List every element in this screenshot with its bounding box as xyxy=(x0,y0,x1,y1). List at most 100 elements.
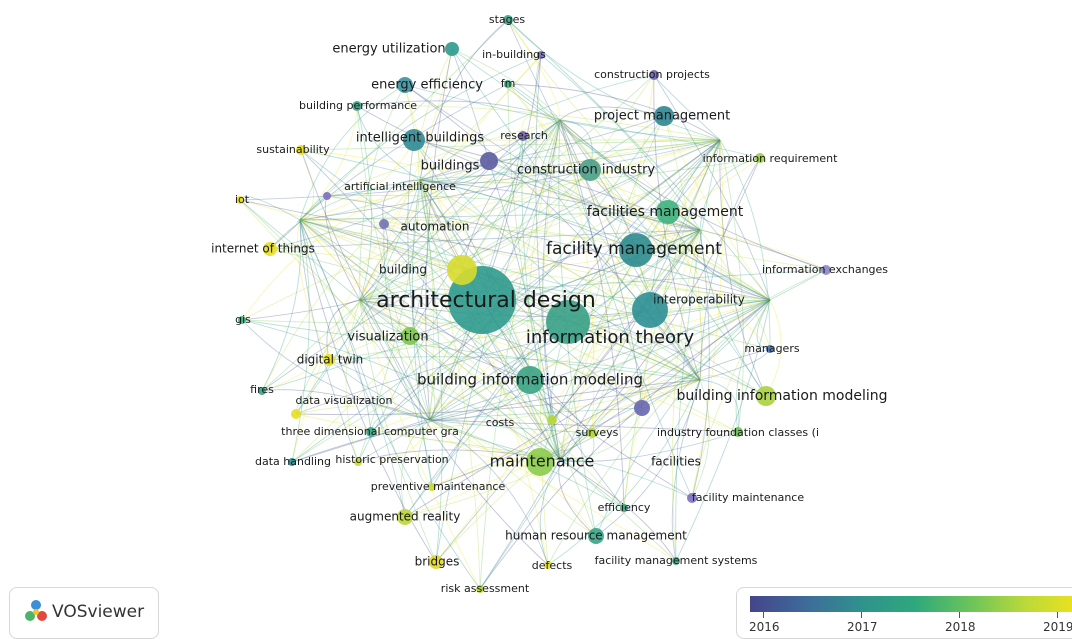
node-label[interactable]: human resource management xyxy=(505,529,687,543)
node-label[interactable]: architectural design xyxy=(376,288,596,313)
network-node[interactable] xyxy=(766,345,774,353)
network-node[interactable] xyxy=(323,192,331,200)
node-label[interactable]: gis xyxy=(235,313,251,326)
network-node[interactable] xyxy=(544,561,552,569)
network-node[interactable] xyxy=(323,354,335,366)
node-label[interactable]: facility management systems xyxy=(595,554,758,567)
node-label[interactable]: automation xyxy=(400,220,469,234)
node-label[interactable]: bridges xyxy=(415,555,460,569)
network-node[interactable] xyxy=(476,585,484,593)
node-label[interactable]: industry foundation classes (i xyxy=(657,426,819,439)
network-node[interactable] xyxy=(503,15,513,25)
network-node[interactable] xyxy=(445,42,459,56)
network-node[interactable] xyxy=(654,106,674,126)
network-node[interactable] xyxy=(428,483,436,491)
network-node[interactable] xyxy=(656,200,680,224)
network-node[interactable] xyxy=(619,233,653,267)
node-label[interactable]: building performance xyxy=(299,99,417,112)
network-node[interactable] xyxy=(632,292,668,328)
node-label[interactable]: building xyxy=(379,263,427,277)
node-label[interactable]: project management xyxy=(594,109,730,124)
node-label[interactable]: energy utilization xyxy=(332,42,445,57)
network-node[interactable] xyxy=(672,557,680,565)
node-label[interactable]: augmented reality xyxy=(350,510,461,524)
network-node[interactable] xyxy=(291,409,301,419)
node-label[interactable]: visualization xyxy=(347,330,428,345)
node-label[interactable]: information requirement xyxy=(703,152,839,165)
network-node[interactable] xyxy=(236,196,244,204)
network-node[interactable] xyxy=(516,366,544,394)
network-node[interactable] xyxy=(733,427,743,437)
node-label[interactable]: internet of things xyxy=(211,242,315,256)
node-label[interactable]: data visualization xyxy=(296,394,393,407)
node-label[interactable]: artificial intelligence xyxy=(344,180,456,193)
node-label[interactable]: iot xyxy=(235,193,250,206)
node-label[interactable]: fires xyxy=(250,383,274,396)
network-node[interactable] xyxy=(634,400,650,416)
node-label[interactable]: energy efficiency xyxy=(371,78,483,93)
network-node[interactable] xyxy=(296,145,306,155)
network-node[interactable] xyxy=(579,159,601,181)
node-label[interactable]: managers xyxy=(744,342,799,355)
network-node[interactable] xyxy=(397,509,413,525)
node-label[interactable]: facility maintenance xyxy=(692,491,804,504)
network-node[interactable] xyxy=(687,493,697,503)
network-node[interactable] xyxy=(755,153,765,163)
node-label[interactable]: construction projects xyxy=(594,68,710,81)
network-node[interactable] xyxy=(263,242,277,256)
node-label[interactable]: information exchanges xyxy=(762,263,888,276)
node-label[interactable]: digital twin xyxy=(297,353,364,367)
network-node[interactable] xyxy=(526,448,554,476)
node-label[interactable]: surveys xyxy=(576,426,619,439)
network-node[interactable] xyxy=(620,504,628,512)
network-node[interactable] xyxy=(504,80,512,88)
node-label[interactable]: facilities management xyxy=(587,204,744,220)
node-label[interactable]: efficiency xyxy=(598,501,651,514)
network-node[interactable] xyxy=(401,327,419,345)
network-node[interactable] xyxy=(366,427,376,437)
network-node[interactable] xyxy=(258,387,266,395)
node-label[interactable]: in-buildings xyxy=(482,48,546,61)
network-node[interactable] xyxy=(379,219,389,229)
node-label[interactable]: three dimensional computer gra xyxy=(281,425,459,438)
node-label[interactable]: sustainability xyxy=(256,143,330,156)
node-label[interactable]: data handling xyxy=(255,455,331,468)
network-node[interactable] xyxy=(588,528,604,544)
node-label[interactable]: historic preservation xyxy=(335,453,448,466)
network-node[interactable] xyxy=(354,458,362,466)
node-label[interactable]: preventive maintenance xyxy=(371,480,506,493)
network-node[interactable] xyxy=(547,415,557,425)
node-label[interactable]: buildings xyxy=(421,159,480,174)
network-node[interactable] xyxy=(288,458,296,466)
network-node[interactable] xyxy=(397,77,413,93)
node-label[interactable]: facilities xyxy=(651,455,701,469)
node-label[interactable]: maintenance xyxy=(490,452,595,471)
node-label[interactable]: stages xyxy=(489,13,526,26)
node-label[interactable]: interoperability xyxy=(653,293,745,307)
node-label[interactable]: risk assessment xyxy=(441,582,530,595)
node-label[interactable]: building information modeling xyxy=(417,371,643,389)
node-label[interactable]: information theory xyxy=(526,327,695,348)
network-node[interactable] xyxy=(587,428,597,438)
network-node[interactable] xyxy=(480,152,498,170)
network-node[interactable] xyxy=(649,70,659,80)
network-node[interactable] xyxy=(518,131,528,141)
network-node[interactable] xyxy=(756,386,776,406)
network-node[interactable] xyxy=(352,101,362,111)
network-node[interactable] xyxy=(537,51,545,59)
network-node[interactable] xyxy=(821,265,831,275)
node-label[interactable]: defects xyxy=(532,559,573,572)
network-node[interactable] xyxy=(447,255,477,285)
node-label[interactable]: facility management xyxy=(546,239,722,259)
network-node[interactable] xyxy=(238,316,246,324)
node-label[interactable]: intelligent buildings xyxy=(356,131,485,146)
node-label[interactable]: costs xyxy=(486,416,515,429)
node-label[interactable]: fm xyxy=(501,77,516,90)
network-node[interactable] xyxy=(546,300,590,344)
node-label[interactable]: research xyxy=(500,129,548,142)
network-node[interactable] xyxy=(403,129,425,151)
network-node[interactable] xyxy=(429,555,443,569)
node-label[interactable]: construction industry xyxy=(517,163,656,178)
node-label[interactable]: building information modeling xyxy=(676,388,887,404)
